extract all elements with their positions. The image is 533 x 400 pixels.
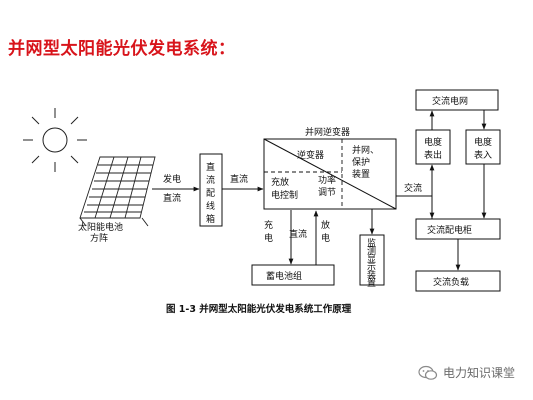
dc-line-label: 直流 xyxy=(230,173,248,185)
ac-load-label: 交流负载 xyxy=(433,276,469,288)
charge-ctrl-label-2: 电控制 xyxy=(271,189,298,201)
page-title: 并网型太阳能光伏发电系统： xyxy=(8,39,236,59)
discharge-label-1: 放 xyxy=(321,219,330,231)
meter-out-label-1: 电度 xyxy=(424,136,442,148)
monitor-display-box xyxy=(359,234,385,286)
wechat-icon xyxy=(418,365,438,380)
dc-box-char-1: 直 xyxy=(206,161,215,173)
meter-out-box xyxy=(415,129,451,165)
discharge-label-2: 电 xyxy=(321,232,330,244)
dc-box-char-4: 线 xyxy=(206,200,215,212)
dc-box-char-5: 箱 xyxy=(206,213,215,225)
battery-label: 蓄电池组 xyxy=(266,270,302,282)
protect-label-1: 并网、 xyxy=(352,144,379,156)
meter-in-box xyxy=(465,129,501,165)
charge-label-2: 电 xyxy=(264,232,273,244)
watermark-text: 电力知识课堂 xyxy=(442,366,515,380)
monitor-char-4: 示 xyxy=(367,263,376,273)
protect-label-2: 保护 xyxy=(352,156,370,168)
power-reg-label-1: 功率 xyxy=(318,174,336,186)
ac-grid-box xyxy=(415,89,499,111)
dc-distribution-box xyxy=(199,153,223,227)
monitor-char-6: 置 xyxy=(367,278,376,289)
solar-panel-icon xyxy=(79,156,156,227)
inverter-diagonal xyxy=(263,138,397,210)
power-reg-label-2: 调节 xyxy=(318,187,336,198)
inverter-label: 逆变器 xyxy=(297,149,324,161)
battery-dc-label: 直流 xyxy=(289,228,307,240)
meter-out-label-2: 表出 xyxy=(424,149,442,161)
pv-array-label-1: 太阳能电池 xyxy=(78,221,123,233)
battery-bank-box xyxy=(251,264,335,286)
ac-load-box xyxy=(415,270,501,292)
ac-line-label: 交流 xyxy=(404,182,422,194)
monitor-char-1: 监 xyxy=(367,237,376,249)
dc-box-char-2: 流 xyxy=(206,174,215,186)
sun-icon xyxy=(23,108,87,172)
monitor-char-2: 测 xyxy=(367,246,376,257)
meter-in-label-1: 电度 xyxy=(474,136,492,148)
monitor-char-3: 显 xyxy=(367,254,376,265)
dc-box-char-3: 配 xyxy=(206,188,215,199)
monitor-char-5: 装 xyxy=(367,269,376,281)
meter-in-label-2: 表入 xyxy=(474,149,492,161)
pv-array-label-2: 方阵 xyxy=(90,232,108,244)
watermark: 电力知识课堂 xyxy=(418,364,515,381)
ac-cabinet-label: 交流配电柜 xyxy=(427,224,472,236)
figure-caption: 图 1-3 并网型太阳能光伏发电系统工作原理 xyxy=(166,303,352,315)
gen-label: 发电 xyxy=(163,173,181,185)
gen-dc-label: 直流 xyxy=(163,192,181,204)
protect-label-3: 装置 xyxy=(352,168,370,180)
grid-label: 交流电网 xyxy=(432,95,468,107)
charge-label-1: 充 xyxy=(264,219,273,231)
charge-ctrl-label-1: 充放 xyxy=(271,176,289,188)
inverter-title: 并网逆变器 xyxy=(305,126,350,138)
